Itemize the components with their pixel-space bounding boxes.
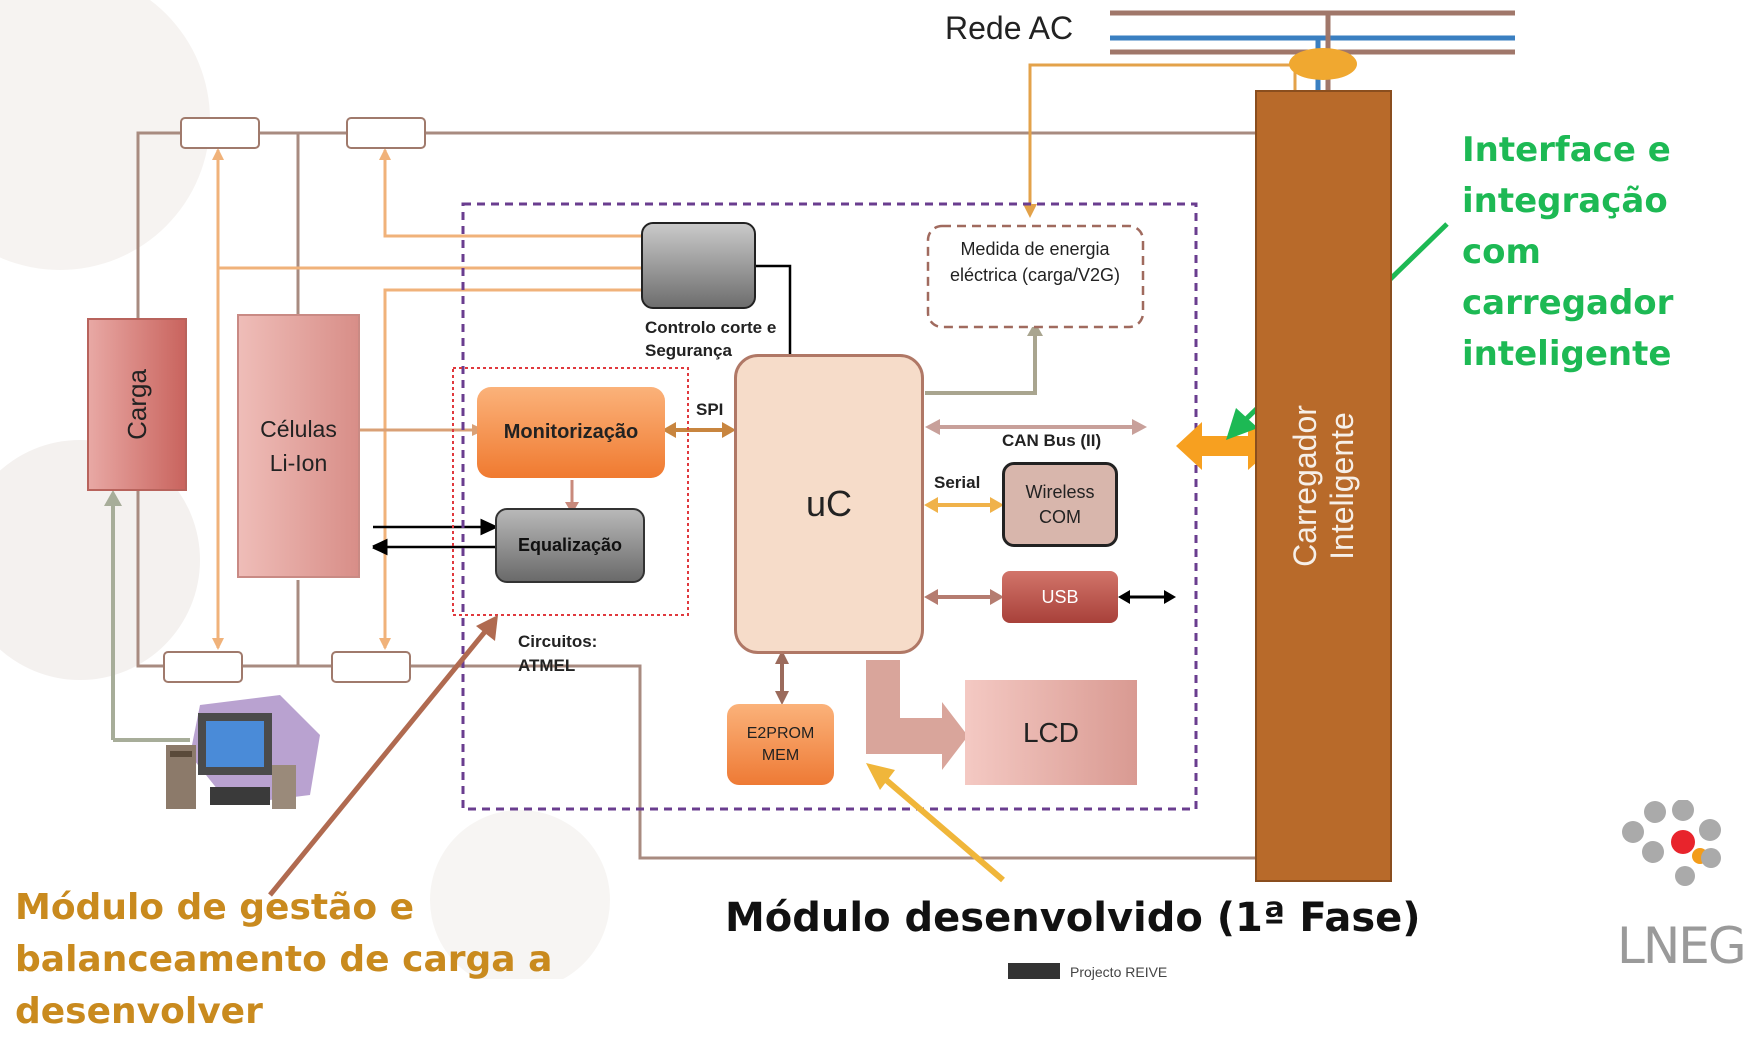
controlo-label: Controlo corte e Segurança xyxy=(645,318,777,360)
uc-label: uC xyxy=(805,483,853,524)
lcd-block: LCD xyxy=(965,680,1137,785)
circuitos-label: Circuitos: ATMEL xyxy=(518,632,598,675)
carga-block: Carga xyxy=(87,318,187,491)
equalizacao-block: Equalização xyxy=(495,508,645,583)
interface-callout: Interface e integração com carregador in… xyxy=(1462,130,1674,374)
lneg-logo-icon xyxy=(1622,800,1721,886)
computer-icon xyxy=(166,695,320,809)
medida-label: Medida de energia eléctrica (carga/V2G) xyxy=(949,239,1121,285)
sensor-box-top-left xyxy=(180,117,260,149)
wireless-block: Wireless COM xyxy=(1002,462,1118,547)
sensor-box-top-right xyxy=(346,117,426,149)
carregador-block: Carregador Inteligente xyxy=(1255,90,1392,882)
lneg-logo-text: LNEG xyxy=(1617,917,1745,975)
celulas-block: Células Li-Ion xyxy=(237,314,360,578)
sensor-box-bottom-right xyxy=(331,651,411,683)
celulas-label: Células Li-Ion xyxy=(260,416,337,476)
uc-block: uC xyxy=(734,354,924,654)
modulo-gestao-callout: Módulo de gestão e balanceamento de carg… xyxy=(15,887,553,1032)
modulo-desenvolvido-callout: Módulo desenvolvido (1ª Fase) xyxy=(725,895,1421,941)
usb-block: USB xyxy=(1002,571,1118,623)
can-bus-label: CAN Bus (II) xyxy=(1002,431,1102,450)
carga-label: Carga xyxy=(121,369,152,440)
wireless-label: Wireless COM xyxy=(1025,481,1095,527)
lcd-label: LCD xyxy=(1022,716,1079,748)
rede-ac-label: Rede AC xyxy=(945,10,1074,46)
e2prom-label: E2PROM MEM xyxy=(746,724,815,764)
sensor-box-bottom-left xyxy=(163,651,243,683)
project-label: Projecto REIVE xyxy=(1070,964,1168,980)
monitorizacao-block: Monitorização xyxy=(477,387,665,478)
carregador-label: Carregador Inteligente xyxy=(1286,405,1360,567)
serial-label: Serial xyxy=(934,473,981,492)
e2prom-block: E2PROM MEM xyxy=(727,704,834,785)
project-logo-icon xyxy=(1008,963,1060,979)
spi-label: SPI xyxy=(696,400,724,419)
equalizacao-label: Equalização xyxy=(517,535,623,555)
usb-label: USB xyxy=(1041,586,1079,607)
controlo-block xyxy=(641,222,756,309)
monitorizacao-label: Monitorização xyxy=(503,421,639,443)
background-decoration xyxy=(0,0,1515,979)
